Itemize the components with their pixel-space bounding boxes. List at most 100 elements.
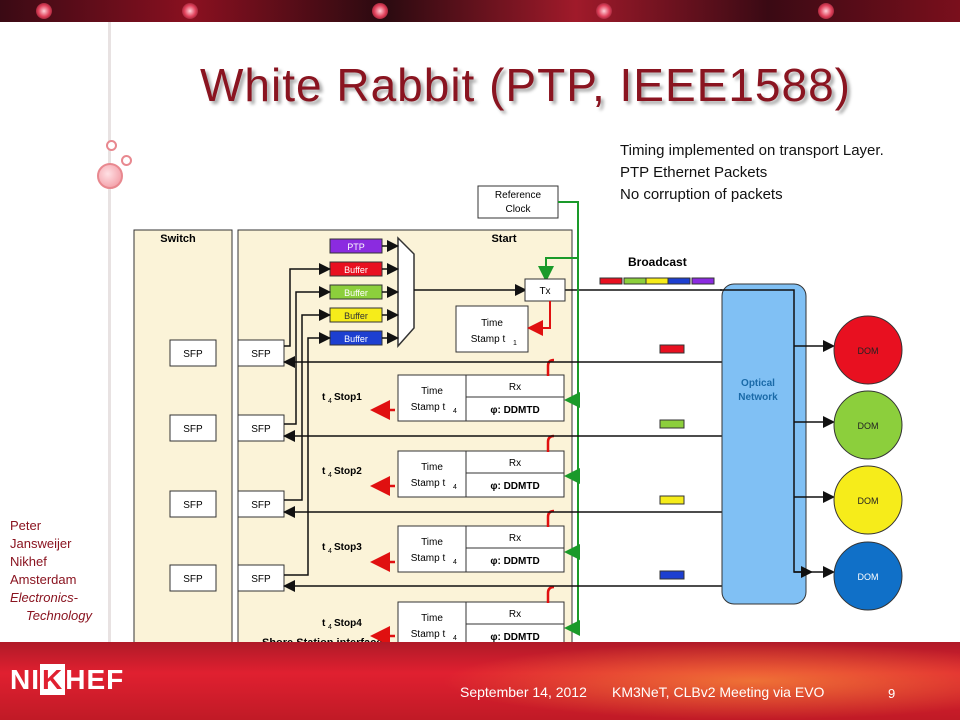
queue-ptp-label: PTP: [347, 242, 365, 252]
sfp-row-1: SFP SFP: [169, 339, 285, 367]
optical-network: [721, 283, 807, 605]
notes-block: Timing implemented on transport Layer. P…: [620, 140, 920, 206]
ddmtd-label: φ: DDMTD: [490, 405, 539, 416]
queue-buffer-label: Buffer: [344, 288, 368, 298]
dom-label: DOM: [858, 496, 879, 506]
dom-blue: [833, 541, 903, 611]
author-line: Jansweijer: [10, 536, 72, 551]
decor-dot: [36, 3, 52, 19]
ddmtd-label: φ: DDMTD: [490, 632, 539, 643]
packet-blue: [659, 570, 685, 580]
switch-label: Switch: [160, 233, 196, 245]
queue-buffer-label: Buffer: [344, 311, 368, 321]
sfp-start-2: SFP: [251, 424, 271, 435]
footer-event: KM3NeT, CLBv2 Meeting via EVO: [612, 684, 825, 700]
broadcast-strip: [599, 277, 715, 285]
ts4-sub: 4: [453, 635, 457, 642]
department-line: Technology: [26, 608, 93, 623]
rx-row-1: Time Stamp t 4 Rx φ: DDMTD t 4 Stop1: [322, 374, 565, 422]
rx-label: Rx: [509, 382, 521, 393]
note-line: PTP Ethernet Packets: [620, 164, 768, 181]
sfp-row-2: SFP SFP: [169, 414, 285, 442]
sfp-row-3: SFP SFP: [169, 490, 285, 518]
broadcast-label: Broadcast: [628, 255, 687, 269]
decor-dot: [372, 3, 388, 19]
page-number: 9: [888, 686, 896, 701]
sfp-switch-2: SFP: [183, 424, 203, 435]
ts4-sub: 4: [453, 559, 457, 566]
sfp-switch-1: SFP: [183, 349, 203, 360]
rx-label: Rx: [509, 609, 521, 620]
sfp-start-1: SFP: [251, 349, 271, 360]
stop-sub: 4: [328, 624, 332, 631]
ts4-line: Stamp t: [411, 553, 446, 564]
packet-red: [659, 344, 685, 354]
ts4-line: Time: [421, 386, 443, 397]
queue-buffer-label: Buffer: [344, 265, 368, 275]
stop-label: Stop4: [334, 618, 362, 629]
queue-buffer-label: Buffer: [344, 334, 368, 344]
logo-text: NI: [10, 664, 40, 695]
sfp-switch-3: SFP: [183, 500, 203, 511]
dom-yellow: [833, 465, 903, 535]
author-line: Amsterdam: [10, 572, 77, 587]
department-line: Electronics-: [10, 590, 78, 605]
ddmtd-label: φ: DDMTD: [490, 556, 539, 567]
optical-network-line: Network: [738, 392, 778, 403]
ts4-line: Stamp t: [411, 629, 446, 640]
nikhef-logo: NIKHEF: [10, 664, 124, 696]
logo-text: K: [40, 664, 66, 695]
decor-dot: [596, 3, 612, 19]
ts4-line: Time: [421, 613, 443, 624]
tx-block: [524, 278, 566, 302]
footer-date: September 14, 2012: [460, 684, 587, 700]
footer-bar: [0, 642, 960, 720]
note-line: No corruption of packets: [620, 186, 783, 203]
ts4-line: Stamp t: [411, 402, 446, 413]
sfp-start-4: SFP: [251, 574, 271, 585]
sfp-row-4: SFP SFP: [169, 564, 285, 592]
stop-t: t: [322, 542, 326, 553]
timestamp-t1-line: Stamp t: [471, 334, 506, 345]
timestamp-t1-sub: 1: [513, 340, 517, 347]
decor-circle: [97, 163, 123, 189]
ts4-line: Time: [421, 537, 443, 548]
ts4-line: Time: [421, 462, 443, 473]
rx-label: Rx: [509, 458, 521, 469]
optical-network-line: Optical: [741, 378, 775, 389]
timestamp-t1: [455, 305, 529, 353]
sfp-start-3: SFP: [251, 500, 271, 511]
rx-row-2: Time Stamp t 4 Rx φ: DDMTD t 4 Stop2: [322, 450, 565, 498]
start-label: Start: [491, 233, 516, 245]
dom-label: DOM: [858, 421, 879, 431]
packet-green: [659, 419, 685, 429]
stop-label: Stop2: [334, 466, 362, 477]
author-line: Nikhef: [10, 554, 47, 569]
packet-yellow: [659, 495, 685, 505]
rx-label: Rx: [509, 533, 521, 544]
reference-clock-line: Clock: [505, 204, 531, 215]
stop-t: t: [322, 392, 326, 403]
stop-sub: 4: [328, 472, 332, 479]
stop-t: t: [322, 466, 326, 477]
footer-glow: [440, 642, 960, 720]
ddmtd-label: φ: DDMTD: [490, 481, 539, 492]
header-banner: [0, 0, 960, 22]
dom-label: DOM: [858, 572, 879, 582]
decor-dot: [182, 3, 198, 19]
author-block: Peter Jansweijer Nikhef Amsterdam Electr…: [10, 517, 92, 625]
stop-label: Stop3: [334, 542, 362, 553]
dom-green: [833, 390, 903, 460]
decor-dot: [818, 3, 834, 19]
decor-vertical-line: [108, 22, 111, 642]
decor-circle: [121, 155, 132, 166]
dom-label: DOM: [858, 346, 879, 356]
decor-circle: [106, 140, 117, 151]
stop-t: t: [322, 618, 326, 629]
stop-label: Stop1: [334, 392, 362, 403]
stop-sub: 4: [328, 548, 332, 555]
ts4-sub: 4: [453, 484, 457, 491]
slide-title: White Rabbit (PTP, IEEE1588): [200, 59, 851, 111]
dom-red: [833, 315, 903, 385]
